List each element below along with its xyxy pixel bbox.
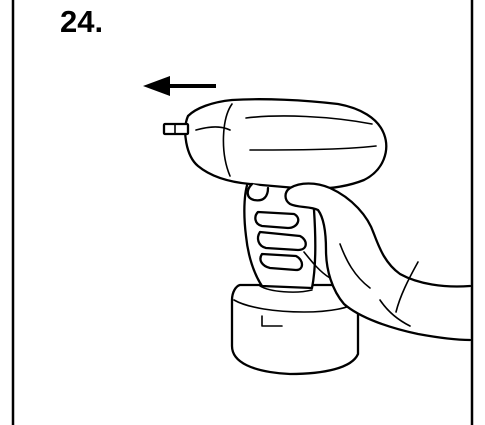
drill-body-icon (184, 98, 388, 190)
step-number: 24. (60, 4, 104, 39)
drill-chuck-icon (162, 122, 190, 136)
direction-arrow-icon (143, 76, 216, 96)
hand-icon (246, 182, 472, 342)
